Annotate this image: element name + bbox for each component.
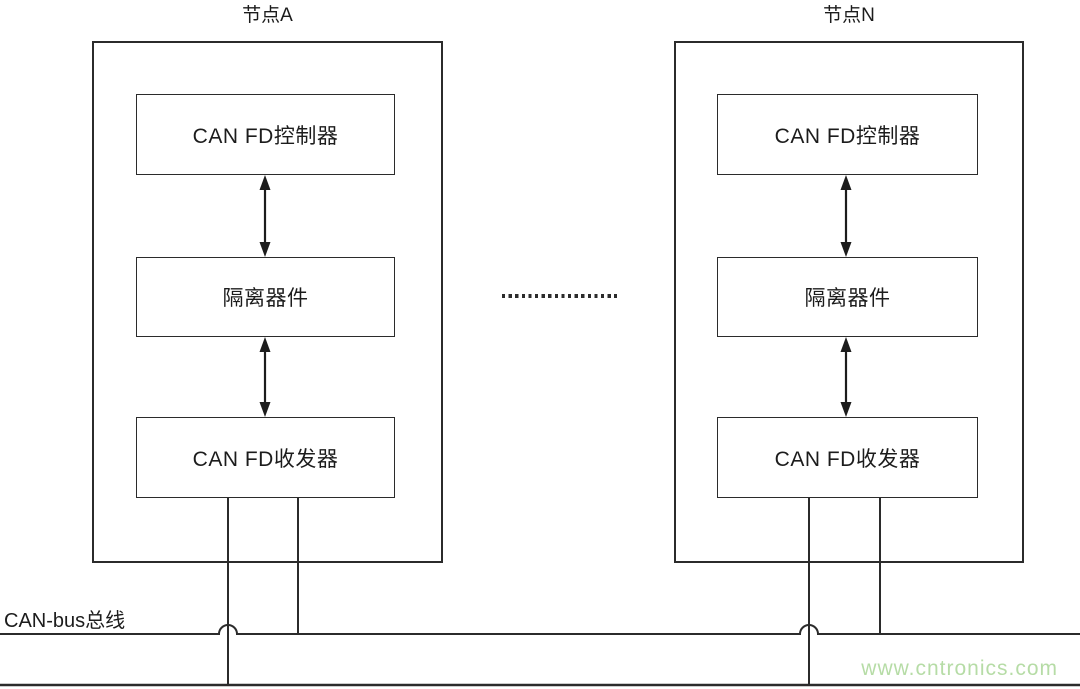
node-a-canfd-controller-block: CAN FD控制器 bbox=[136, 94, 395, 175]
node-a-title: 节点A bbox=[242, 5, 293, 26]
watermark-text: www.cntronics.com bbox=[861, 657, 1058, 680]
node-n-box bbox=[674, 41, 1024, 563]
node-a-box bbox=[92, 41, 443, 563]
can-bus-line-upper-with-hops bbox=[0, 624, 1080, 635]
node-n-canfd-transceiver-block: CAN FD收发器 bbox=[717, 417, 978, 498]
node-a-isolator-block: 隔离器件 bbox=[136, 257, 395, 337]
node-n-title: 节点N bbox=[823, 5, 875, 26]
node-a-canfd-transceiver-block: CAN FD收发器 bbox=[136, 417, 395, 498]
node-n-isolator-block: 隔离器件 bbox=[717, 257, 978, 337]
node-n-canfd-controller-block: CAN FD控制器 bbox=[717, 94, 978, 175]
ellipsis-dotted-line-icon bbox=[502, 294, 617, 298]
can-bus-label: CAN-bus总线 bbox=[4, 610, 126, 632]
